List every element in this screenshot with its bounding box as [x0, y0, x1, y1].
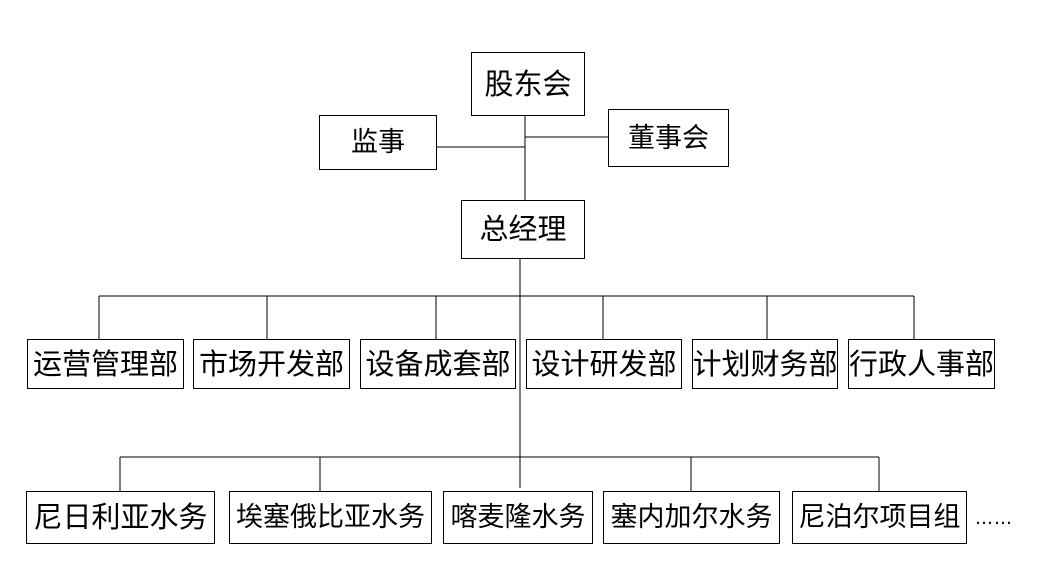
dept-design-rd-box: 设计研发部	[526, 339, 682, 389]
branch-nepal-project-box: 尼泊尔项目组	[792, 491, 967, 544]
dept-market-development-box: 市场开发部	[193, 339, 350, 389]
dept-admin-hr-box: 行政人事部	[848, 339, 995, 389]
board-box: 董事会	[608, 109, 729, 167]
dept-planning-finance-box: 计划财务部	[692, 339, 838, 389]
branch-ethiopia-box: 埃塞俄比亚水务	[229, 491, 432, 544]
branch-cameroon-box: 喀麦隆水务	[443, 491, 593, 544]
general-manager-box: 总经理	[461, 200, 585, 259]
shareholders-box: 股东会	[471, 52, 585, 116]
branch-nigeria-box: 尼日利亚水务	[26, 491, 215, 544]
more-ellipsis: ……	[975, 508, 1013, 529]
dept-equipment-box: 设备成套部	[360, 339, 516, 389]
supervisor-box: 监事	[319, 115, 437, 170]
branch-senegal-box: 塞内加尔水务	[603, 491, 780, 544]
dept-operations-box: 运营管理部	[27, 339, 184, 389]
